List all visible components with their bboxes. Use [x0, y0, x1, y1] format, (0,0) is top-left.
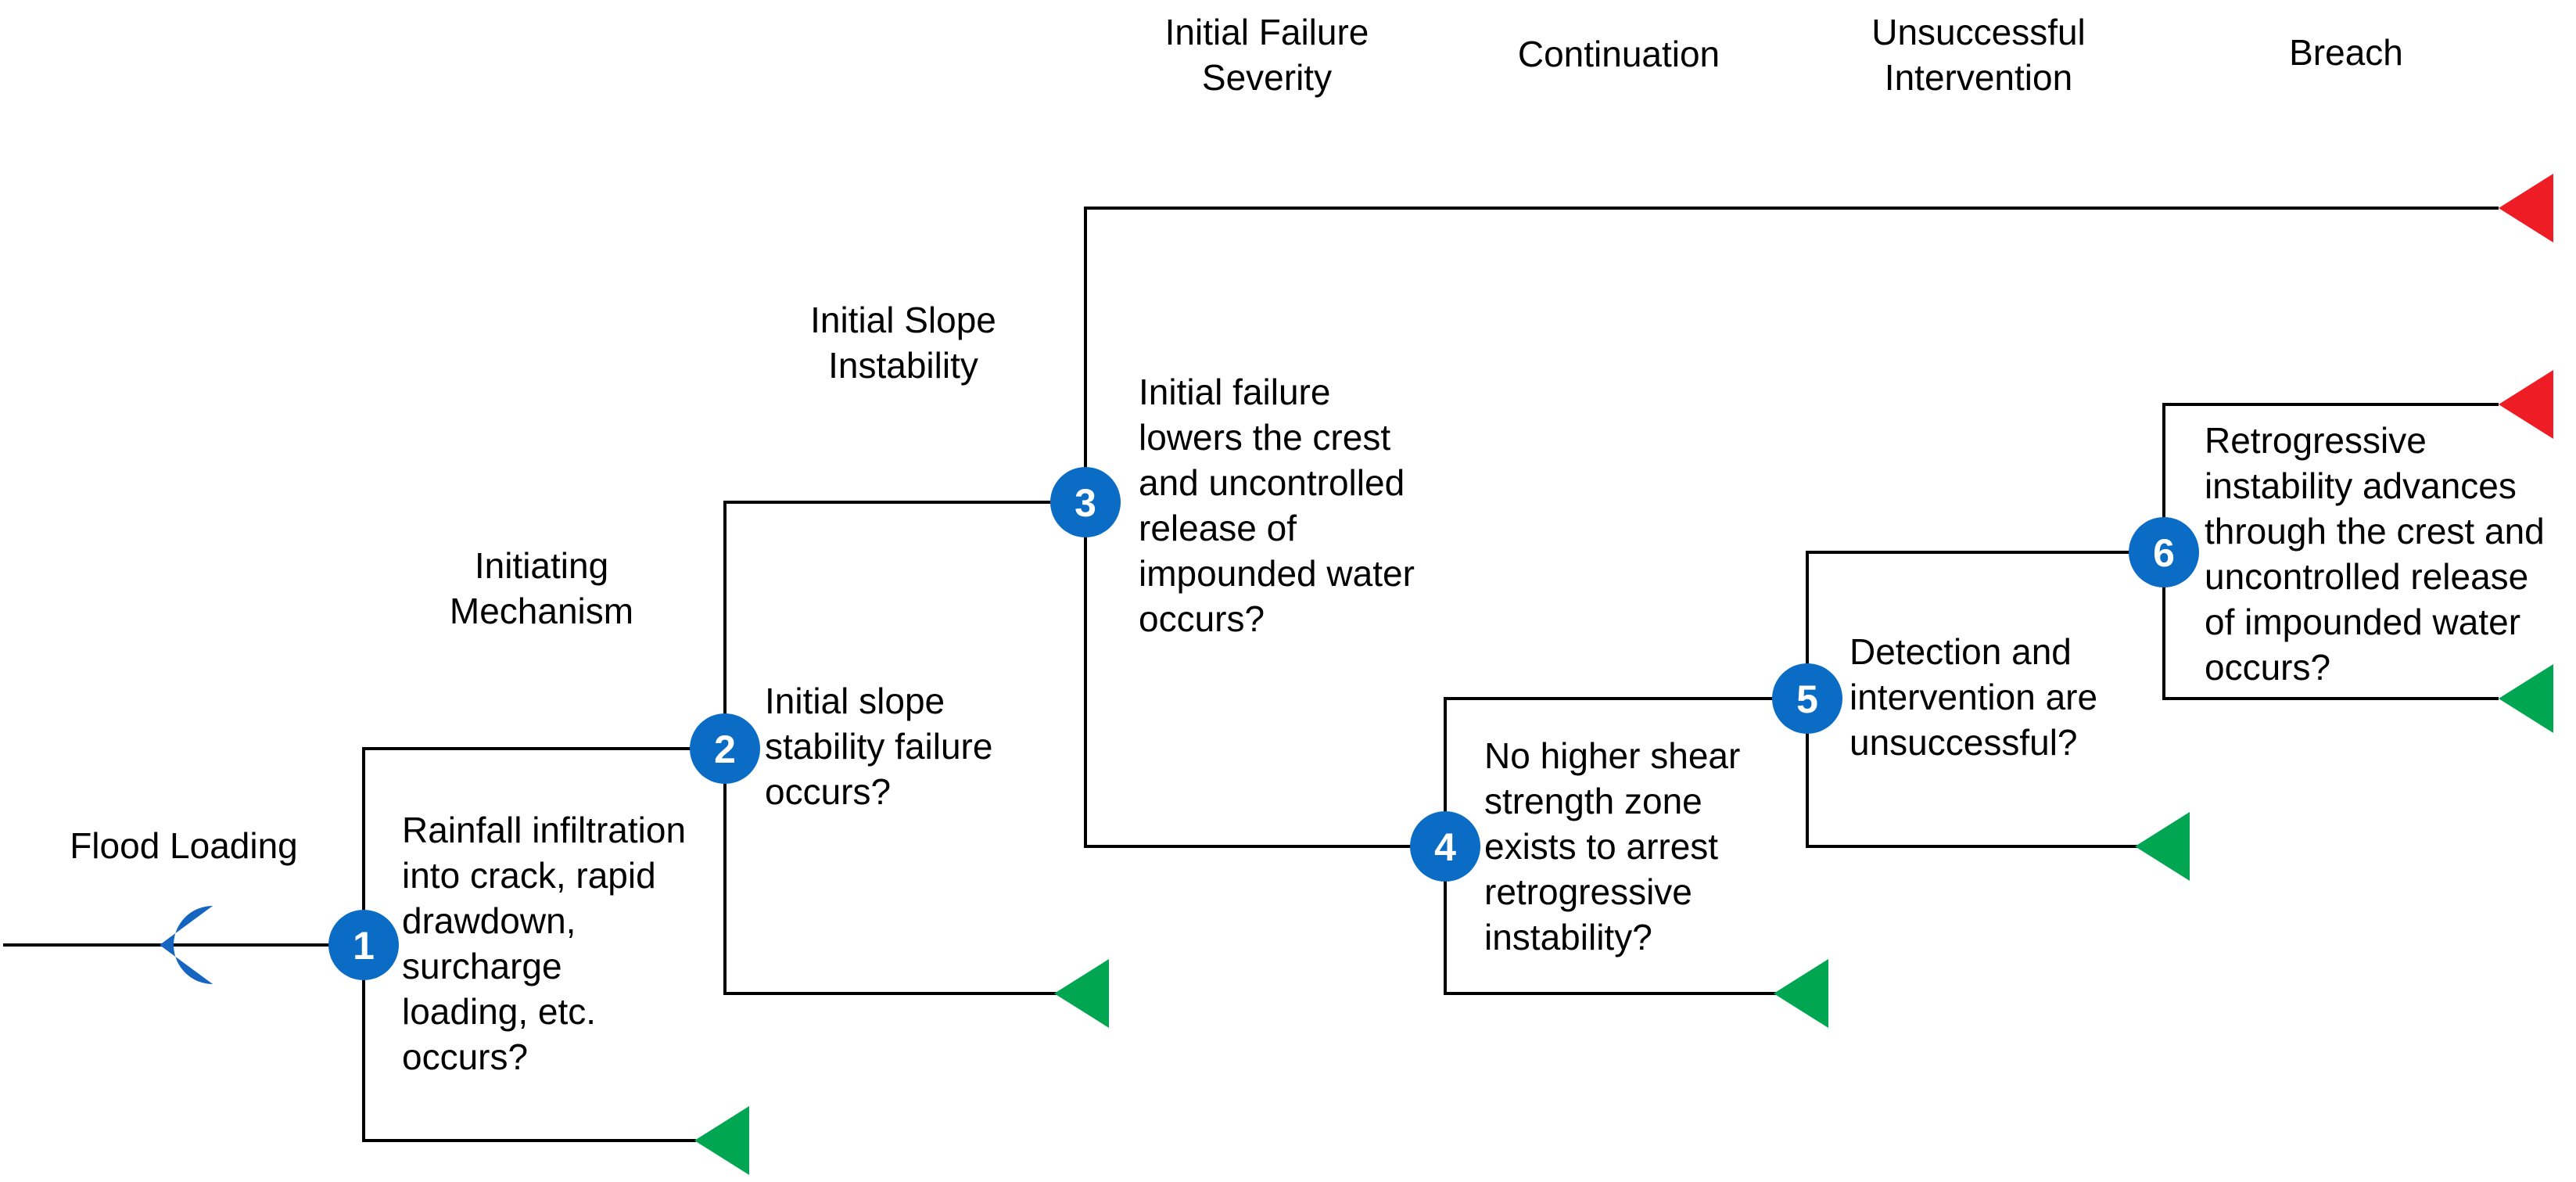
node-6-question: Retrogressive instability advances throu… — [2205, 420, 2545, 688]
stage-label-continuation: Continuation — [1517, 34, 1720, 74]
red-triangle-breach-icon — [2499, 370, 2553, 439]
node-3-question: Initial failure lowers the crest and unc… — [1139, 372, 1415, 639]
node-4-question: No higher shear strength zone exists to … — [1484, 735, 1741, 957]
green-triangle-end-icon — [694, 1106, 749, 1175]
stage-label-flood-loading: Flood Loading — [70, 825, 298, 866]
decision-node-5: 5 — [1772, 663, 1842, 734]
node-1-question: Rainfall infiltration into crack, rapid … — [402, 810, 687, 1077]
half-disc-start-icon — [160, 906, 213, 984]
svg-text:5: 5 — [1796, 677, 1818, 721]
decision-node-1: 1 — [328, 910, 399, 980]
green-triangle-end-icon — [1054, 959, 1109, 1028]
stage-label-initial-failure-severity: Initial Failure Severity — [1164, 12, 1369, 98]
green-triangle-end-icon — [2499, 664, 2553, 733]
red-triangle-breach-icon — [2499, 174, 2553, 243]
svg-text:4: 4 — [1434, 825, 1456, 869]
stage-label-unsuccessful-intervention: Unsuccessful Intervention — [1871, 12, 2086, 98]
stage-label-initial-slope-instability: Initial Slope Instability — [810, 300, 996, 386]
svg-text:2: 2 — [714, 728, 736, 771]
stage-label-initiating-mechanism: Initiating Mechanism — [449, 545, 634, 631]
decision-node-3: 3 — [1050, 467, 1121, 537]
decision-node-2: 2 — [690, 713, 760, 784]
decision-node-6: 6 — [2129, 517, 2199, 587]
green-triangle-end-icon — [1774, 959, 1828, 1028]
node-2-question: Initial slope stability failure occurs? — [765, 681, 993, 812]
decision-node-4: 4 — [1410, 811, 1480, 882]
svg-text:6: 6 — [2153, 531, 2175, 575]
svg-text:3: 3 — [1075, 481, 1096, 525]
svg-text:1: 1 — [353, 924, 375, 968]
node-5-question: Detection and intervention are unsuccess… — [1849, 631, 2098, 763]
green-triangle-end-icon — [2135, 812, 2190, 881]
stage-label-breach: Breach — [2289, 32, 2403, 73]
